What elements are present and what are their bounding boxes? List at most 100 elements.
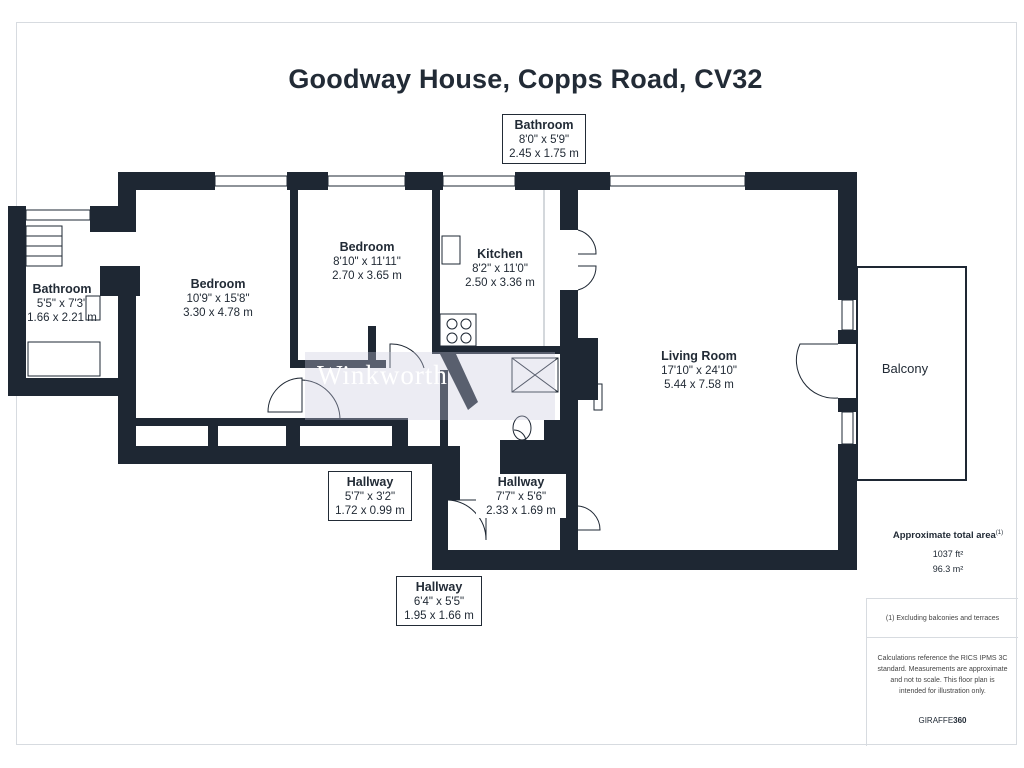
room-label-hallway-1: Hallway 5'7" x 3'2" 1.72 x 0.99 m xyxy=(328,471,412,521)
room-label-kitchen: Kitchen 8'2" x 11'0" 2.50 x 3.36 m xyxy=(452,246,548,290)
wall-hall-corner xyxy=(432,446,460,500)
wall-bath-top xyxy=(8,206,26,222)
shower-tray xyxy=(511,357,559,393)
door-bed2 xyxy=(389,343,425,369)
area-label-line: Approximate total area(1) xyxy=(868,530,1024,541)
room-imperial: 5'7" x 3'2" xyxy=(344,491,396,503)
room-label-bathroom-left: Bathroom 5'5" x 7'3" 1.66 x 2.21 m xyxy=(18,281,106,325)
room-imperial: 8'2" x 11'0" xyxy=(472,263,528,275)
room-name: Bedroom xyxy=(339,240,395,254)
room-name: Hallway xyxy=(497,475,545,489)
kitchen-sink xyxy=(441,235,461,265)
room-name: Living Room xyxy=(661,349,737,363)
wall-wardrobe-post xyxy=(208,418,218,446)
watermark: Winkworth xyxy=(305,352,555,420)
wall-right-4 xyxy=(838,398,857,412)
wall-hall-mid xyxy=(440,370,448,450)
room-label-bathroom-top: Bathroom 8'0" x 5'9" 2.45 x 1.75 m xyxy=(502,114,586,164)
wall-living-top xyxy=(560,190,578,230)
hob-ring-2 xyxy=(460,318,472,330)
room-imperial: 6'4" x 5'5" xyxy=(413,596,465,608)
room-metric: 2.50 x 3.36 m xyxy=(465,277,535,289)
wall-wardrobe xyxy=(136,418,304,426)
wall-top-1 xyxy=(118,172,215,190)
hob-ring-1 xyxy=(446,318,458,330)
room-name: Bathroom xyxy=(32,282,92,296)
window-bed1 xyxy=(214,175,288,187)
door-living-top-1 xyxy=(577,229,597,255)
wall-left-mid xyxy=(118,266,136,462)
room-imperial: 10'9" x 15'8" xyxy=(186,293,250,305)
wall-right-3 xyxy=(838,330,857,344)
room-name: Kitchen xyxy=(477,247,523,261)
window-right-2 xyxy=(841,411,854,445)
wardrobe-rail xyxy=(135,419,209,425)
footnote: (1) Excluding balconies and terraces xyxy=(885,615,1000,622)
page-title: Goodway House, Copps Road, CV32 xyxy=(288,64,763,94)
room-metric: 2.45 x 1.75 m xyxy=(509,148,579,160)
wall-hall1-bottom xyxy=(296,418,392,426)
info-panel: (1) Excluding balconies and terraces Cal… xyxy=(866,598,1018,746)
wall-bed-divider xyxy=(290,190,298,368)
door-hall1 xyxy=(301,379,341,421)
area-note-mark: (1) xyxy=(995,530,1004,536)
room-name: Hallway xyxy=(415,580,463,594)
room-label-hallway-3: Hallway 6'4" x 5'5" 1.95 x 1.66 m xyxy=(396,576,482,626)
toilet xyxy=(512,415,532,441)
walls xyxy=(8,172,857,570)
windows xyxy=(25,175,854,445)
wall-top-5 xyxy=(745,172,857,190)
wall-bed-bottom xyxy=(118,446,460,464)
brand-prefix: GIRAFFE xyxy=(918,716,954,725)
wall-bottom-left xyxy=(432,500,448,570)
window-right-1 xyxy=(841,299,854,331)
area-sqm: 96.3 m² xyxy=(932,564,964,575)
radiator xyxy=(593,383,603,411)
wall-right-1 xyxy=(838,172,857,300)
window-bath xyxy=(25,209,91,221)
door-balcony xyxy=(795,343,839,399)
brand-logo: GIRAFFE360 xyxy=(867,716,1018,725)
room-imperial: 17'10" x 24'10" xyxy=(661,365,737,377)
wall-bath-left xyxy=(8,206,26,396)
wall-bed2-bottom xyxy=(290,360,386,368)
wall-top-3 xyxy=(405,172,443,190)
door-bed1 xyxy=(267,377,303,413)
room-name: Balcony xyxy=(881,361,929,376)
brand-suffix: 360 xyxy=(953,716,967,725)
room-metric: 2.70 x 3.65 m xyxy=(332,270,402,282)
room-label-balcony: Balcony xyxy=(862,362,948,376)
hob xyxy=(439,313,477,347)
door-living-bottom xyxy=(577,505,601,531)
room-metric: 3.30 x 4.78 m xyxy=(183,307,253,319)
window-living xyxy=(609,175,746,187)
room-imperial: 5'5" x 7'3" xyxy=(36,298,88,310)
door-hall2 xyxy=(513,429,527,443)
area-label: Approximate total area xyxy=(892,530,996,542)
wall-kitchen-left xyxy=(432,190,440,350)
room-metric: 5.44 x 7.58 m xyxy=(664,379,734,391)
hob-ring-4 xyxy=(460,332,472,344)
room-imperial: 8'0" x 5'9" xyxy=(518,134,570,146)
disclaimer: Calculations reference the RICS IPMS 3C … xyxy=(877,655,1008,695)
bathtub xyxy=(27,341,101,377)
room-label-living-room: Living Room 17'10" x 24'10" 5.44 x 7.58 … xyxy=(640,348,758,392)
wall-bed2-stub xyxy=(368,326,376,368)
room-name: Bedroom xyxy=(190,277,246,291)
wall-kitchen-bottom xyxy=(432,346,560,354)
room-metric: 1.95 x 1.66 m xyxy=(404,610,474,622)
wall-top-4 xyxy=(515,172,610,190)
basin xyxy=(85,295,101,321)
balcony-outline xyxy=(856,266,967,481)
wall-living-block xyxy=(560,338,598,400)
room-name: Bathroom xyxy=(514,118,574,132)
wall-left-upper xyxy=(118,172,136,232)
wall-hall1-post xyxy=(392,418,408,448)
room-metric: 1.66 x 2.21 m xyxy=(27,312,97,324)
wall-top-2 xyxy=(287,172,328,190)
wall-bath-bottom xyxy=(8,378,126,396)
door-living-top-2 xyxy=(577,265,597,291)
window-bed2 xyxy=(327,175,406,187)
area-sqft: 1037 ft² xyxy=(932,549,964,560)
